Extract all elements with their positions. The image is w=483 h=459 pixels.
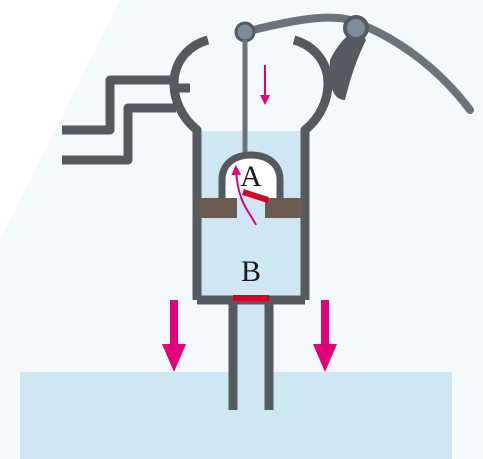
spout: [62, 75, 176, 165]
piston-seat-right: [265, 198, 303, 218]
pivot-right: [343, 15, 369, 41]
pivot-left: [234, 21, 256, 43]
pipe-water: [233, 301, 269, 412]
down-arrow-right: [313, 300, 337, 372]
label-b: B: [241, 255, 261, 288]
valve-a: [242, 189, 269, 203]
handle-bracket: [329, 30, 366, 100]
water-flow-arrow: [231, 165, 257, 226]
piston-seat-left: [199, 198, 237, 218]
down-arrow-left: [162, 300, 186, 372]
label-a: A: [240, 160, 262, 193]
